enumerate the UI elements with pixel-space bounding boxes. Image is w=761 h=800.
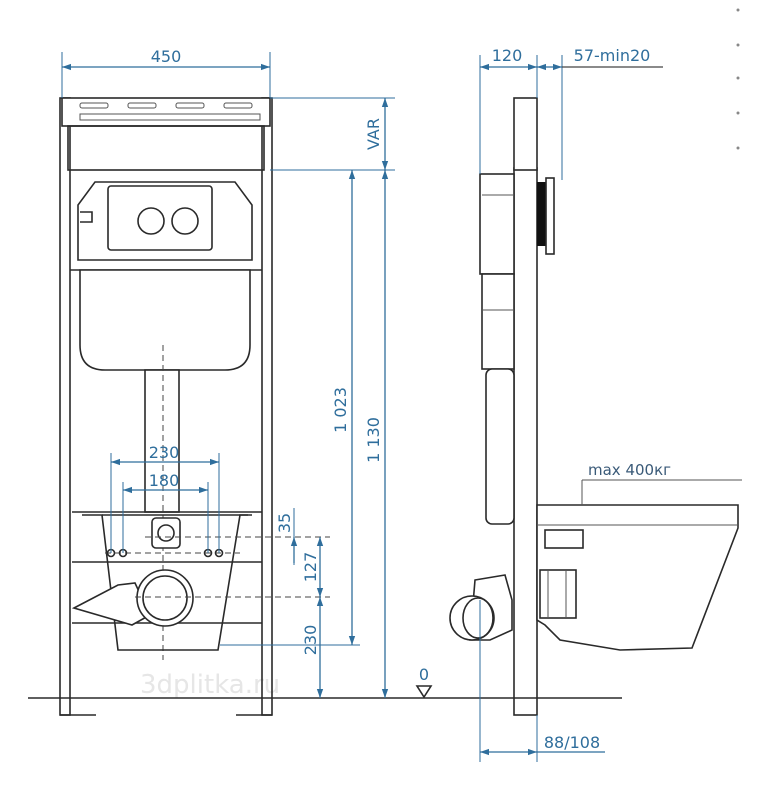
dim-drain-230: 230	[301, 625, 320, 656]
front-view-frame	[59, 97, 273, 716]
cistern	[77, 181, 253, 660]
dim-width-450: 450	[151, 47, 182, 66]
flush-button-right	[171, 207, 199, 235]
drain-outlet	[136, 569, 194, 627]
side-view	[449, 55, 742, 762]
dim-depth-120: 120	[492, 46, 523, 65]
dim-height-1023: 1 023	[331, 387, 350, 433]
bowl-bracket	[71, 511, 330, 651]
dim-bolt-180: 180	[149, 471, 180, 490]
dim-var: VAR	[364, 118, 383, 150]
dim-offset-127: 127	[301, 552, 320, 583]
max-load-label: max 400кг	[588, 461, 671, 479]
decorative-dots	[736, 8, 740, 150]
dim-height-1130: 1 130	[364, 417, 383, 463]
floor-level-label: 0	[419, 665, 429, 684]
floor-level-marker	[415, 685, 433, 699]
dim-drain-88-108: 88/108	[544, 733, 600, 752]
flush-button-left	[137, 207, 165, 235]
dim-bolt-230: 230	[149, 443, 180, 462]
dim-wall-57-min20: 57-min20	[574, 46, 651, 65]
dim-offset-35: 35	[275, 513, 294, 533]
front-dimensions	[61, 52, 433, 699]
flush-plate-side	[537, 182, 546, 246]
watermark: 3dplitka.ru	[140, 670, 280, 700]
wall-hung-bowl	[536, 504, 739, 651]
